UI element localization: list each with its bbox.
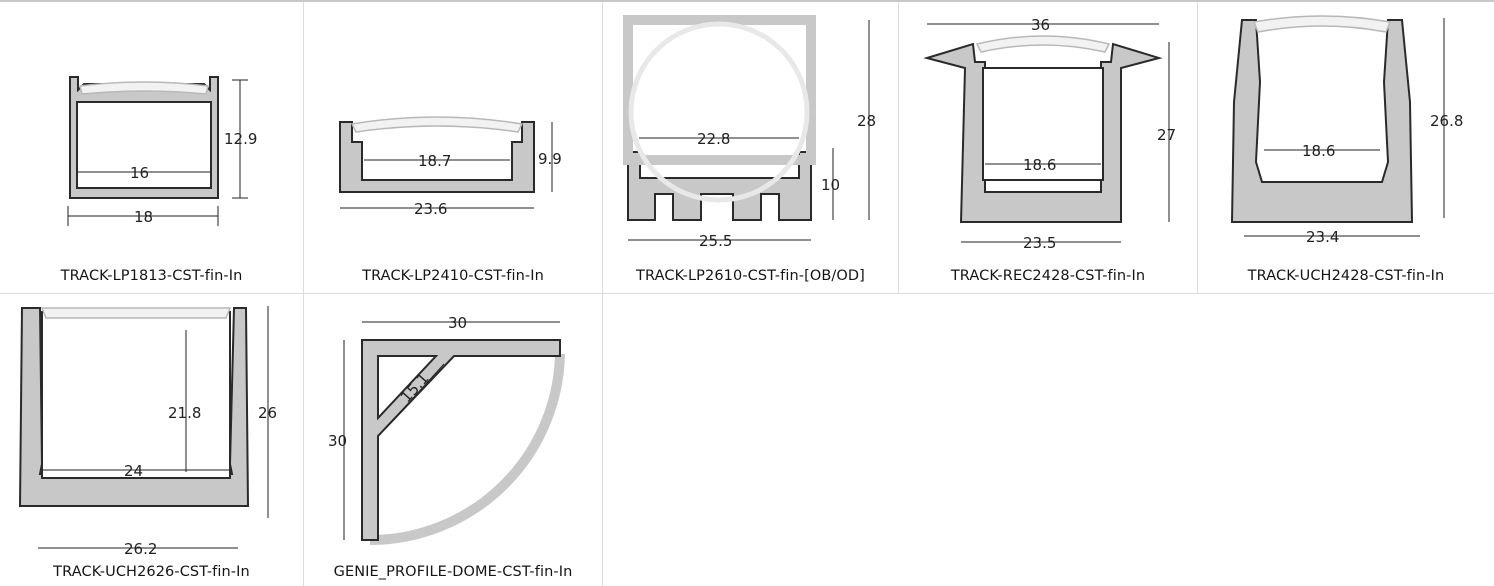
rec2428-base-width-label: 23.5 (1023, 234, 1056, 252)
row-divider (0, 293, 1494, 294)
genie-dome-height-label: 30 (328, 432, 347, 450)
lp2610-width-label: 25.5 (699, 232, 732, 250)
uch2626-width-label: 26.2 (124, 540, 157, 558)
caption-uch2428: TRACK-UCH2428-CST-fin-In (1247, 268, 1445, 284)
top-border (0, 0, 1494, 2)
uch2626-drawing: 21.8 26 24 26.2 (18, 306, 277, 558)
lp2410-diffuser (350, 116, 524, 133)
uch2428-drawing: 18.6 26.8 23.4 (1230, 15, 1463, 246)
genie-dome-dome (369, 353, 565, 545)
rec2428-inner-width-label: 18.6 (1023, 156, 1056, 174)
profile-card-uch2428: 18.6 26.8 23.4 TRACK-UCH2428-CST-fin-In (1198, 2, 1494, 293)
rec2428-cavity (982, 67, 1104, 181)
caption-uch2626: TRACK-UCH2626-CST-fin-In (53, 564, 250, 580)
lp2410-height-label: 9.9 (538, 150, 562, 168)
lp2610-profile (627, 151, 812, 221)
caption-rec2428: TRACK-REC2428-CST-fin-In (950, 268, 1146, 284)
lp2610-inner-width-label: 22.8 (697, 130, 730, 148)
rec2428-width-label: 36 (1031, 16, 1050, 34)
rec2428-diffuser (975, 35, 1111, 53)
lp2610-base-height-label: 10 (821, 176, 840, 194)
uch2626-diffuser (40, 307, 232, 319)
lp1813-drawing: 12.9 16 18 (67, 76, 257, 226)
uch2626-inner-width-label: 24 (124, 462, 143, 480)
uch2428-diffuser (1252, 15, 1392, 33)
profile-card-lp2610: 22.8 28 10 25.5 TRACK-LP2610-CST-fin-[OB… (603, 2, 899, 293)
rec2428-height-label: 27 (1157, 126, 1176, 144)
uch2428-height-label: 26.8 (1430, 112, 1463, 130)
lp2610-dome (628, 21, 810, 203)
uch2428-profile (1230, 19, 1414, 223)
uch2428-width-label: 23.4 (1306, 228, 1339, 246)
lp1813-height-label: 12.9 (224, 130, 257, 148)
lp2410-width-label: 23.6 (414, 200, 447, 218)
caption-lp1813: TRACK-LP1813-CST-fin-In (60, 268, 243, 284)
lp2610-drawing: 22.8 28 10 25.5 (623, 15, 876, 250)
profile-card-rec2428: 36 27 18.6 23.5 TRACK-REC2428-CST-fin-In (899, 2, 1198, 293)
genie-dome-profile (361, 339, 561, 541)
lp1813-width-label: 18 (134, 208, 153, 226)
lp2410-profile (339, 121, 535, 193)
caption-lp2410: TRACK-LP2410-CST-fin-In (362, 268, 544, 284)
uch2626-cavity (41, 311, 231, 479)
lp1813-inner-width-label: 16 (130, 164, 149, 182)
profile-card-genie-dome: 30 30 15.1 GENIE_PROFILE-DOME-CST-fin-In (304, 294, 603, 586)
lp2410-drawing: 18.7 9.9 23.6 (339, 116, 562, 218)
profile-card-lp2410: 18.7 9.9 23.6 TRACK-LP2410-CST-fin-In (304, 2, 603, 293)
uch2626-inner-height-label: 21.8 (168, 404, 201, 422)
caption-genie-dome: GENIE_PROFILE-DOME-CST-fin-In (333, 564, 573, 580)
uch2626-height-label: 26 (258, 404, 277, 422)
profile-card-uch2626: 21.8 26 24 26.2 TRACK-UCH2626-CST-fin-In (0, 294, 304, 586)
lp2410-inner-width-label: 18.7 (418, 152, 451, 170)
lp1813-diffuser (79, 81, 209, 95)
genie-dome-width-label: 30 (448, 314, 467, 332)
profile-card-lp1813: 12.9 16 18 TRACK-LP1813-CST-fin-In (0, 2, 304, 293)
uch2428-inner-width-label: 18.6 (1302, 142, 1335, 160)
genie-dome-drawing: 30 30 15.1 (328, 314, 565, 545)
lp2610-housing (623, 15, 816, 165)
lp2610-height-label: 28 (857, 112, 876, 130)
caption-lp2610: TRACK-LP2610-CST-fin-[OB/OD] (636, 268, 865, 284)
rec2428-drawing: 36 27 18.6 23.5 (923, 16, 1176, 252)
